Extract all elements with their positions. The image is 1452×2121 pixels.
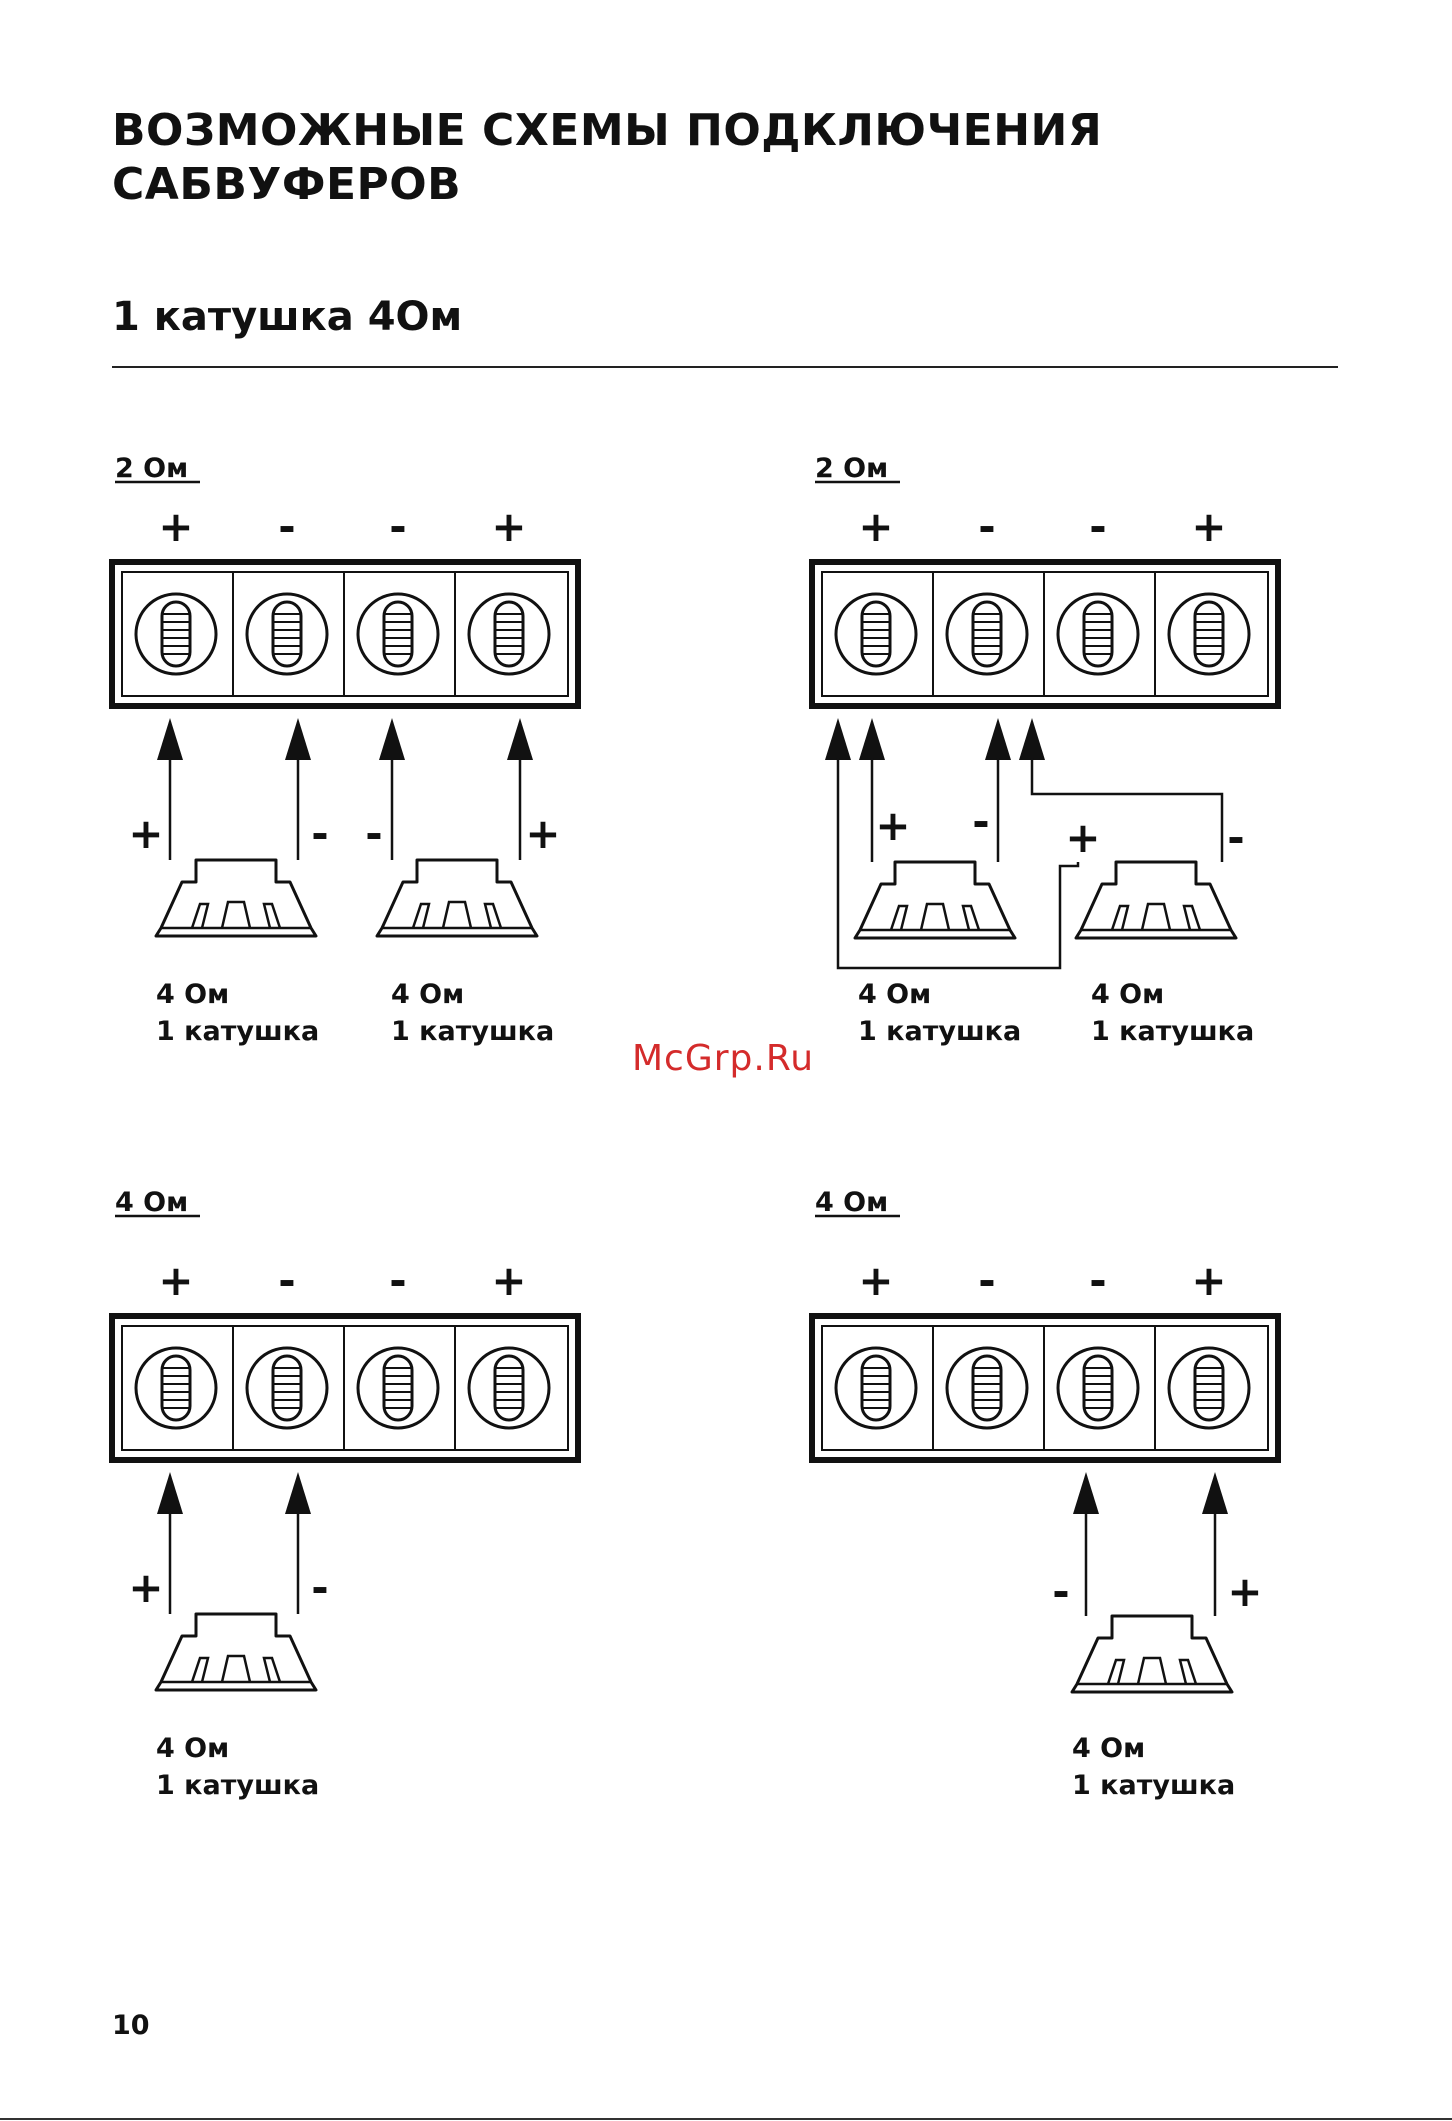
- diagram-1-impedance: 2 Ом: [115, 453, 188, 484]
- diagram-2-impedance: 2 Ом: [815, 453, 888, 484]
- diagram-3-speaker-1-impedance: 4 Ом: [156, 1733, 229, 1764]
- diagram-2-terminal-2-polarity: -: [978, 502, 995, 551]
- diagram-3-terminal-2-polarity: -: [278, 1256, 295, 1305]
- diagram-2: 2 Ом + - - +: [812, 453, 1278, 1047]
- diagram-1-speaker-2-minus-label: -: [365, 809, 382, 858]
- diagram-1-terminal-4-polarity: +: [491, 502, 526, 551]
- diagram-4-speaker-1-icon: [1072, 1616, 1232, 1692]
- diagram-1-speaker-1-plus-label: +: [128, 809, 163, 858]
- diagram-1-speaker-2-coil: 1 катушка: [391, 1016, 554, 1047]
- diagram-4-speaker-1-impedance: 4 Ом: [1072, 1733, 1145, 1764]
- diagram-2-terminal-block: [812, 562, 1278, 706]
- diagram-2-terminal-1-polarity: +: [858, 502, 893, 551]
- diagram-2-terminal-3-polarity: -: [1089, 502, 1106, 551]
- diagram-4-terminal-3-polarity: -: [1089, 1256, 1106, 1305]
- diagram-3-wires: [157, 1472, 311, 1614]
- diagram-3-speaker-1-icon: [156, 1614, 316, 1690]
- diagram-4-terminal-block: [812, 1316, 1278, 1460]
- diagram-4-terminal-1-polarity: +: [858, 1256, 893, 1305]
- diagram-2-speaker-2-impedance: 4 Ом: [1091, 979, 1164, 1010]
- diagram-1-wires: [157, 718, 533, 860]
- diagram-4: 4 Ом + - - + - + 4 Ом 1 катушка: [812, 1187, 1278, 1801]
- diagram-3-terminal-1-polarity: +: [158, 1256, 193, 1305]
- diagram-3-terminal-4-polarity: +: [491, 1256, 526, 1305]
- diagram-2-speaker-2-icon: [1076, 862, 1236, 938]
- page-number: 10: [112, 2010, 150, 2041]
- diagram-2-speaker-1-plus-label: +: [875, 801, 910, 850]
- diagram-4-speaker-1-coil: 1 катушка: [1072, 1770, 1235, 1801]
- diagram-1-speaker-1-coil: 1 катушка: [156, 1016, 319, 1047]
- diagram-2-speaker-2-coil: 1 катушка: [1091, 1016, 1254, 1047]
- diagram-3-impedance: 4 Ом: [115, 1187, 188, 1218]
- diagram-3-speaker-1-plus-label: +: [128, 1563, 163, 1612]
- diagram-4-speaker-1-minus-label: -: [1052, 1567, 1069, 1616]
- diagram-2-terminal-4-polarity: +: [1191, 502, 1226, 551]
- diagram-1-speaker-2-plus-label: +: [525, 809, 560, 858]
- diagram-1-speaker-1-impedance: 4 Ом: [156, 979, 229, 1010]
- diagram-1-speaker-2-icon: [377, 860, 537, 936]
- diagram-2-speaker-2-minus-label: -: [1227, 813, 1244, 862]
- diagram-3: 4 Ом + - - + + - 4 Ом 1 катушка: [112, 1187, 578, 1801]
- diagram-2-speaker-1-minus-label: -: [972, 797, 989, 846]
- diagram-4-terminal-2-polarity: -: [978, 1256, 995, 1305]
- diagram-1-speaker-1-icon: [156, 860, 316, 936]
- diagram-3-terminal-block: [112, 1316, 578, 1460]
- diagram-2-speaker-2-plus-label: +: [1065, 813, 1100, 862]
- diagram-1: 2 Ом + - - + + - - +: [112, 453, 578, 1047]
- diagram-2-speaker-1-impedance: 4 Ом: [858, 979, 931, 1010]
- bottom-edge-line: [0, 2118, 1452, 2120]
- diagram-1-terminal-3-polarity: -: [389, 502, 406, 551]
- diagram-1-terminal-block: [112, 562, 578, 706]
- diagram-1-terminal-2-polarity: -: [278, 502, 295, 551]
- diagram-4-impedance: 4 Ом: [815, 1187, 888, 1218]
- diagram-4-wires: [1073, 1472, 1228, 1616]
- diagram-4-terminal-4-polarity: +: [1191, 1256, 1226, 1305]
- diagram-1-terminal-1-polarity: +: [158, 502, 193, 551]
- diagram-3-terminal-3-polarity: -: [389, 1256, 406, 1305]
- diagram-3-speaker-1-minus-label: -: [311, 1563, 328, 1612]
- watermark: McGrp.Ru: [632, 1038, 814, 1079]
- diagram-1-speaker-2-impedance: 4 Ом: [391, 979, 464, 1010]
- diagram-2-speaker-1-icon: [855, 862, 1015, 938]
- diagram-1-speaker-1-minus-label: -: [311, 809, 328, 858]
- diagram-2-speaker-1-coil: 1 катушка: [858, 1016, 1021, 1047]
- diagram-3-speaker-1-coil: 1 катушка: [156, 1770, 319, 1801]
- diagram-4-speaker-1-plus-label: +: [1227, 1567, 1262, 1616]
